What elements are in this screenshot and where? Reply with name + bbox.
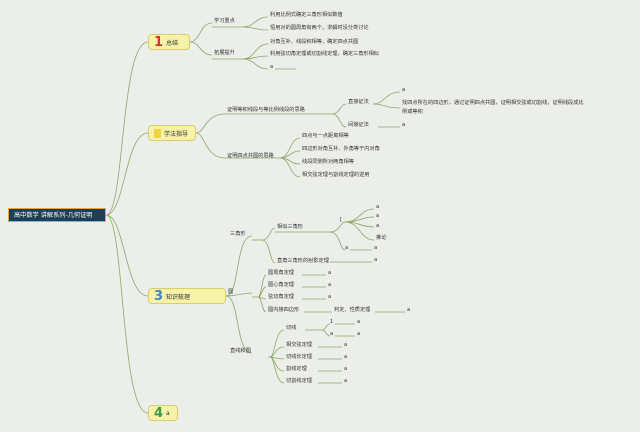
- section-study-method[interactable]: 学法指导: [148, 125, 196, 141]
- node-concyclic[interactable]: 证明四点共圆的思路: [227, 153, 274, 159]
- section-number: 4: [154, 405, 164, 421]
- node-lines[interactable]: 直线和圆: [230, 348, 251, 354]
- node-sim-a2[interactable]: a: [376, 213, 380, 219]
- node-cyc-quad[interactable]: 圆内接四边形: [268, 307, 300, 313]
- node-cyc-a[interactable]: a: [407, 307, 411, 313]
- node-central-a[interactable]: a: [328, 282, 332, 288]
- node-skill-1[interactable]: 对角互补、线段积相等，确定四点共圆: [270, 39, 359, 45]
- node-secant-a[interactable]: a: [344, 366, 348, 372]
- node-chord-tan[interactable]: 弦切角定理: [268, 294, 294, 300]
- section-label: 知识梳理: [166, 293, 191, 301]
- connector-root-s1: [105, 41, 149, 216]
- node-focus-2[interactable]: 恒用对的圆周角有两个，求解时没分类讨论: [270, 25, 369, 31]
- node-direct-text-1[interactable]: 找四点所在的四边形，通过证明四点共圆，证明相交弦或切割线，证明线段成比: [402, 100, 584, 106]
- section-label: 总结: [166, 39, 179, 47]
- node-direct-a[interactable]: a: [402, 87, 406, 93]
- node-right-a[interactable]: a: [374, 257, 378, 263]
- node-central[interactable]: 圆心角定理: [268, 282, 294, 288]
- node-indirect-a[interactable]: a: [402, 122, 406, 128]
- node-study-focus[interactable]: 学习重点: [214, 18, 235, 24]
- node-sim-a3[interactable]: a: [376, 223, 380, 229]
- node-tan-secant-a[interactable]: a: [344, 378, 348, 384]
- node-inscribed[interactable]: 圆周角定理: [268, 270, 294, 276]
- node-tan-1[interactable]: 1: [330, 319, 334, 325]
- node-ratio-method[interactable]: 证明等积线段与等比例线段的思路: [227, 107, 305, 113]
- node-cyc-judge[interactable]: 判定、性质定理: [334, 307, 371, 313]
- node-sim-infer[interactable]: 推论: [376, 235, 387, 241]
- section-knowledge[interactable]: 3 知识梳理: [148, 288, 226, 304]
- node-intersect-a[interactable]: a: [344, 342, 348, 348]
- node-direct[interactable]: 直接证法: [348, 99, 369, 105]
- node-c3[interactable]: 线段同侧所对两角相等: [302, 159, 354, 165]
- section-four[interactable]: 4 a: [148, 405, 178, 421]
- connector-root-s3: [105, 214, 149, 297]
- node-similar[interactable]: 相似三角形: [277, 224, 303, 230]
- root-node[interactable]: 高中数学 讲解系列-几何证明: [8, 208, 106, 222]
- node-secant[interactable]: 割线定理: [286, 366, 307, 372]
- node-direct-text-2[interactable]: 例或等积: [402, 109, 423, 115]
- node-inscribed-a[interactable]: a: [328, 270, 332, 276]
- section-summary[interactable]: 1 总结: [148, 34, 190, 50]
- node-c2[interactable]: 四边形对角互补、外角等于内对角: [302, 146, 380, 152]
- section-label: a: [166, 409, 170, 417]
- node-c4[interactable]: 相交弦定理与割线定理的逆用: [302, 172, 370, 178]
- node-circle[interactable]: 圆: [228, 289, 234, 295]
- connector-root-s2: [105, 132, 149, 216]
- node-tan-len[interactable]: 切线长定理: [286, 354, 312, 360]
- node-skill-up[interactable]: 拓展提升: [214, 50, 235, 56]
- node-sim-bracket: [: [340, 217, 343, 223]
- node-focus-1[interactable]: 利用比例式确定三角形相似数值: [270, 12, 343, 18]
- node-skill-2[interactable]: 利用弦切角定理或切割线定理，确定三角形相似: [270, 51, 379, 57]
- node-triangle[interactable]: 三角形: [230, 231, 246, 237]
- node-tan-len-a[interactable]: a: [344, 354, 348, 360]
- connector-root-s4: [105, 214, 149, 414]
- node-chord-tan-a[interactable]: a: [328, 294, 332, 300]
- section-number: 1: [154, 34, 164, 50]
- node-tan-a1[interactable]: a: [357, 319, 361, 325]
- node-indirect[interactable]: 间接证法: [348, 122, 369, 128]
- node-sim-a4[interactable]: a: [345, 245, 349, 251]
- connector-s1-focus: [189, 22, 213, 43]
- node-sim-a1[interactable]: a: [376, 204, 380, 210]
- node-tan-secant[interactable]: 切割线定理: [286, 378, 312, 384]
- node-sim-a5[interactable]: a: [374, 245, 378, 251]
- node-tan-a3[interactable]: a: [357, 331, 361, 337]
- section-label: 学法指导: [164, 130, 189, 138]
- node-intersect[interactable]: 相交弦定理: [286, 342, 312, 348]
- section-number: [154, 128, 161, 138]
- node-tangent[interactable]: 切线: [286, 325, 297, 331]
- node-c1[interactable]: 四点与一点距离相等: [302, 133, 349, 139]
- node-right-tri[interactable]: 直角三角形的射影定理: [277, 258, 329, 264]
- connector-s1-skill: [189, 41, 213, 56]
- node-tan-a2[interactable]: a: [330, 331, 334, 337]
- node-skill-3[interactable]: a: [270, 64, 274, 70]
- section-number: 3: [154, 288, 164, 304]
